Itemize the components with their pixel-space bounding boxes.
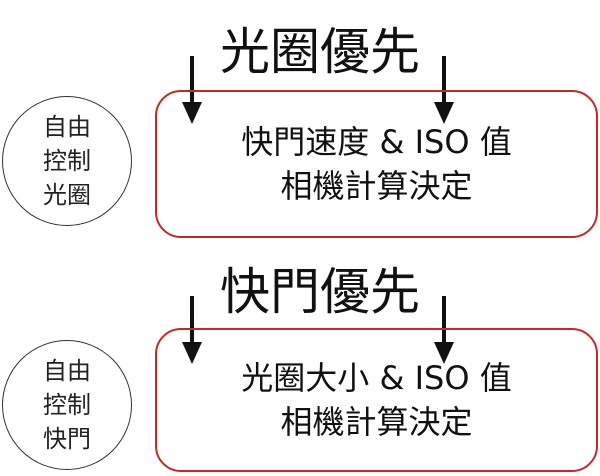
mode-title: 光圈優先 [220, 23, 420, 81]
down-arrow-icon [182, 56, 202, 124]
circle-text-line: 快門 [43, 425, 91, 453]
circle-text-line: 控制 [43, 391, 91, 419]
box-text-line: 相機計算決定 [280, 403, 473, 441]
box-text-line: 光圈大小 & ISO 值 [241, 359, 512, 397]
circle-text-line: 自由 [43, 357, 91, 385]
box-text-line: 相機計算決定 [280, 167, 473, 205]
camera-decides-box: 光圈大小 & ISO 值 相機計算決定 [155, 328, 598, 472]
aperture-priority-section: 光圈優先 自由 控制 光圈 快門速度 & ISO 值 相機計算決定 [2, 23, 598, 238]
circle-text-line: 光圈 [43, 181, 91, 209]
box-text-line: 快門速度 & ISO 值 [241, 123, 512, 161]
down-arrow-icon [434, 296, 454, 364]
circle-text-line: 自由 [43, 113, 91, 141]
user-control-circle: 自由 控制 光圈 [2, 96, 132, 226]
down-arrow-icon [434, 56, 454, 124]
camera-decides-box: 快門速度 & ISO 值 相機計算決定 [155, 90, 598, 238]
shutter-priority-section: 快門優先 自由 控制 快門 光圈大小 & ISO 值 相機計算決定 [0, 238, 600, 476]
circle-text-line: 控制 [43, 147, 91, 175]
mode-title: 快門優先 [220, 263, 420, 321]
down-arrow-icon [182, 296, 202, 364]
user-control-circle: 自由 控制 快門 [2, 340, 132, 470]
